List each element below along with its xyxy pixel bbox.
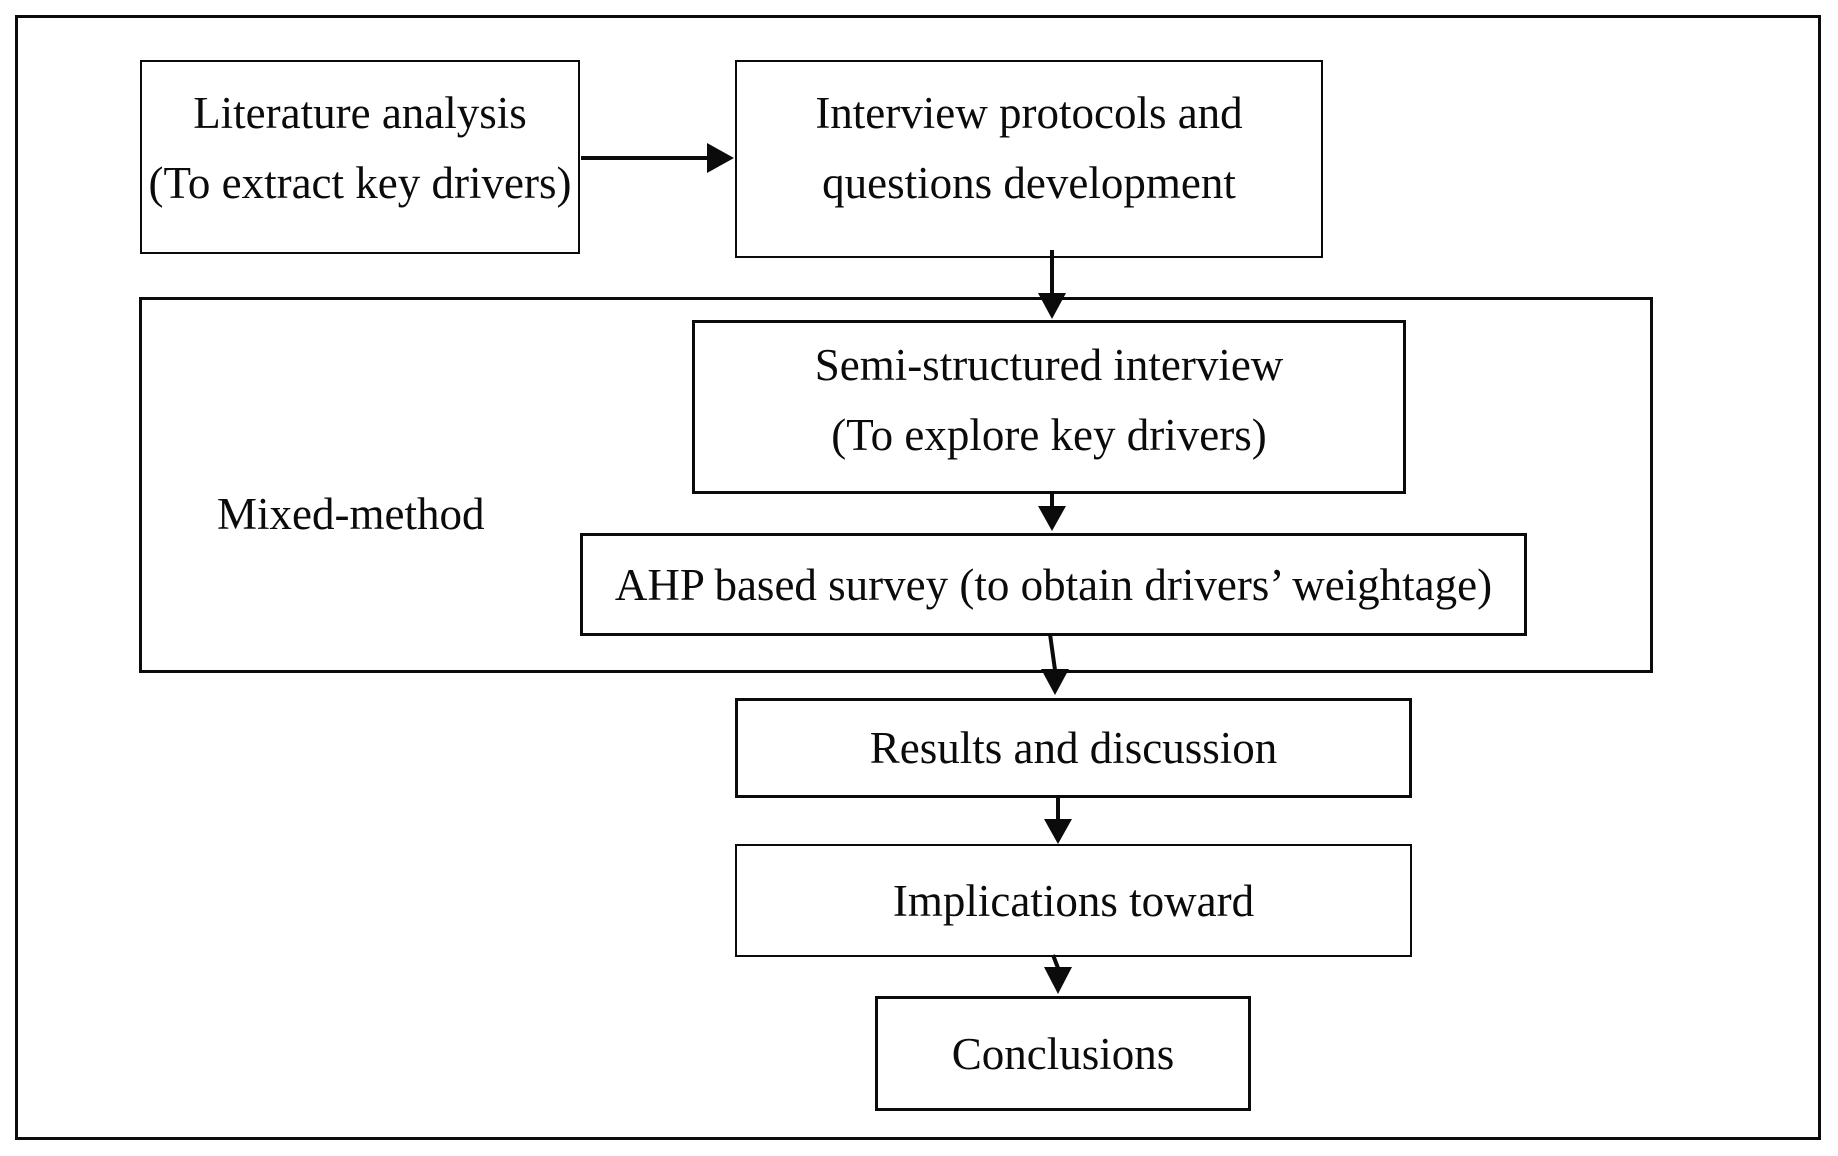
node-interview-protocols: Interview protocols and questions develo… <box>735 60 1323 258</box>
node-literature-analysis-line2: (To extract key drivers) <box>148 158 572 208</box>
node-semi-structured-interview-line2: (To explore key drivers) <box>831 410 1267 460</box>
node-literature-analysis-line1: Literature analysis <box>193 88 527 138</box>
node-semi-structured-interview-line1: Semi-structured interview <box>814 340 1284 390</box>
node-literature-analysis: Literature analysis (To extract key driv… <box>140 60 580 254</box>
node-results-discussion: Results and discussion <box>735 698 1412 798</box>
node-conclusions-label: Conclusions <box>951 1028 1175 1079</box>
node-results-discussion-label: Results and discussion <box>869 723 1278 773</box>
node-interview-protocols-line1: Interview protocols and <box>815 88 1243 138</box>
node-ahp-survey-label: AHP based survey (to obtain drivers’ wei… <box>614 559 1493 610</box>
group-mixed-method-label: Mixed-method <box>217 489 485 539</box>
node-ahp-survey: AHP based survey (to obtain drivers’ wei… <box>580 533 1527 636</box>
node-implications-toward-label: Implications toward <box>892 875 1255 926</box>
group-mixed-method <box>139 297 1653 673</box>
node-semi-structured-interview: Semi-structured interview (To explore ke… <box>692 320 1406 494</box>
node-interview-protocols-line2: questions development <box>822 158 1236 208</box>
node-conclusions: Conclusions <box>875 996 1251 1111</box>
node-implications-toward: Implications toward <box>735 844 1412 957</box>
